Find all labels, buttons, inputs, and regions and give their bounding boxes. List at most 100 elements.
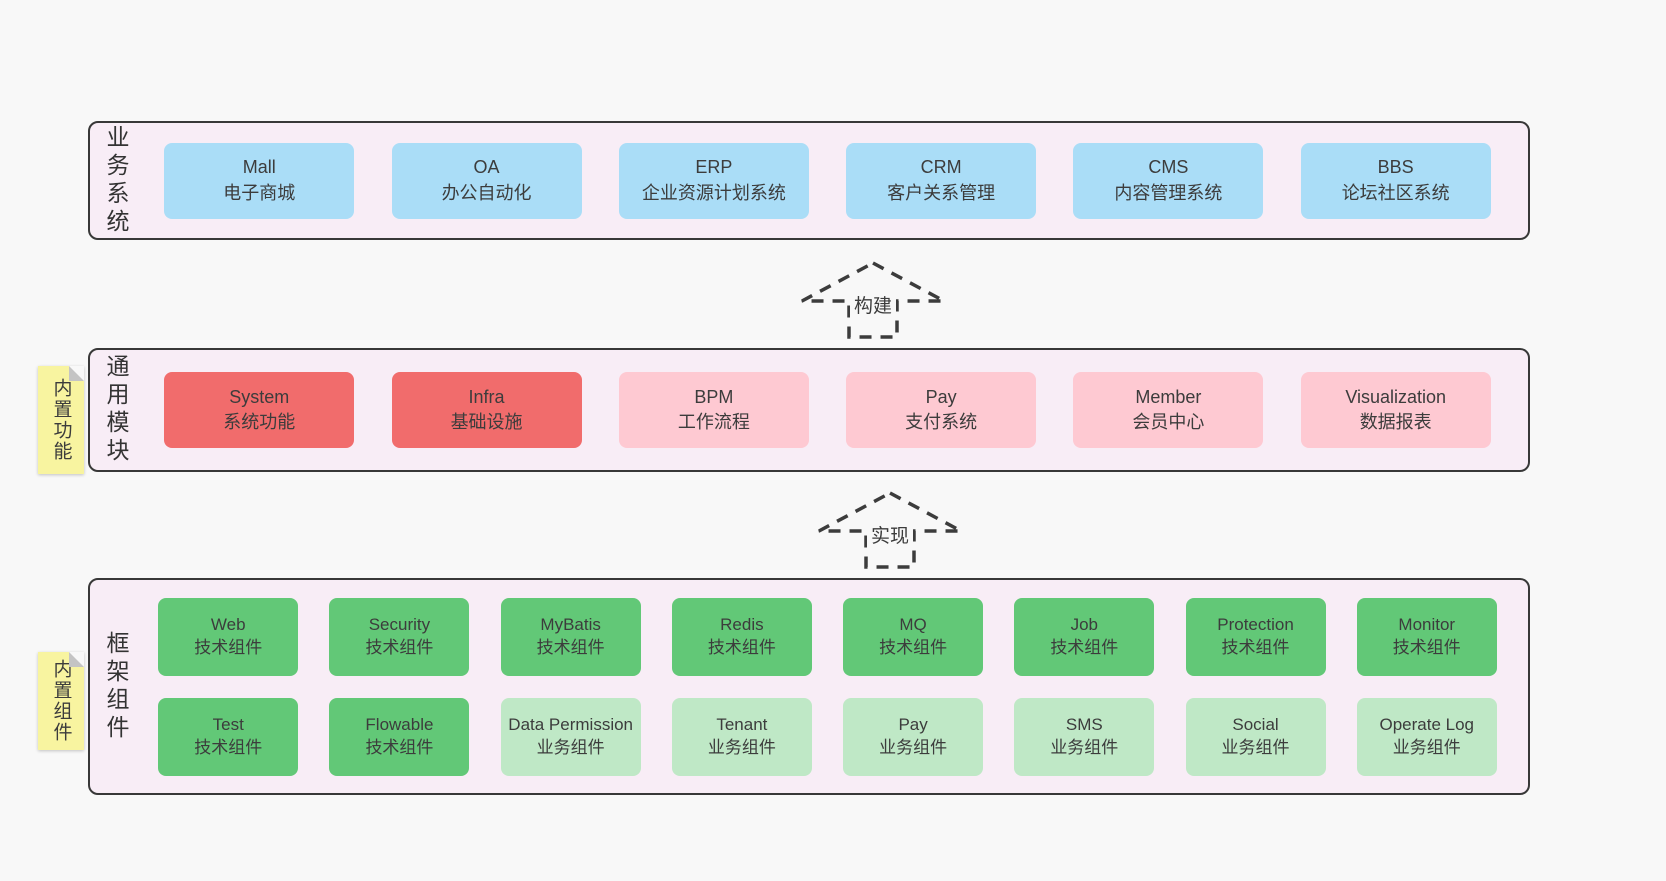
- box-title: Protection: [1217, 615, 1294, 635]
- box-pay-system: Pay 支付系统: [846, 372, 1037, 448]
- box-title: Flowable: [365, 715, 434, 735]
- box-protection: Protection 技术组件: [1185, 597, 1326, 676]
- box-title: Redis: [720, 615, 764, 635]
- box-subtitle: 技术组件: [194, 737, 263, 757]
- box-subtitle: 基础设施: [450, 412, 523, 432]
- box-monitor: Monitor 技术组件: [1356, 597, 1497, 676]
- layer-framework-components-label: 框架组件: [103, 630, 129, 743]
- box-title: SMS: [1065, 715, 1103, 735]
- box-bpm: BPM 工作流程: [618, 372, 809, 448]
- box-system: System 系统功能: [164, 372, 355, 448]
- box-subtitle: 客户关系管理: [887, 182, 996, 203]
- box-subtitle: 电子商城: [223, 182, 296, 203]
- box-title: Pay: [925, 386, 957, 407]
- box-subtitle: 技术组件: [707, 637, 776, 657]
- box-title: BBS: [1377, 157, 1414, 178]
- box-title: Visualization: [1345, 386, 1447, 407]
- arrow-implement-label: 实现: [871, 525, 909, 547]
- layer-common-modules-label: 通用模块: [103, 354, 129, 466]
- components-grid: Web 技术组件 Security 技术组件 MyBatis 技术组件 Redi…: [127, 597, 1528, 776]
- box-title: MyBatis: [540, 615, 601, 635]
- box-title: CRM: [920, 157, 962, 178]
- box-subtitle: 业务组件: [1221, 737, 1290, 757]
- box-title: Mall: [242, 157, 276, 178]
- box-mq: MQ 技术组件: [843, 597, 984, 676]
- box-erp: ERP 企业资源计划系统: [618, 142, 809, 219]
- box-visualization: Visualization 数据报表: [1300, 372, 1491, 448]
- box-subtitle: 技术组件: [365, 737, 434, 757]
- sticky-note-label: 内置组件: [50, 659, 72, 743]
- modules-boxes-row: System 系统功能 Infra 基础设施 BPM 工作流程 Pay 支付系统…: [127, 372, 1528, 448]
- box-member: Member 会员中心: [1073, 372, 1264, 448]
- box-social: Social 业务组件: [1185, 697, 1326, 776]
- box-title: MQ: [899, 615, 927, 635]
- components-row-2: Test 技术组件 Flowable 技术组件 Data Permission …: [127, 697, 1528, 776]
- box-operate-log: Operate Log 业务组件: [1356, 697, 1497, 776]
- sticky-note-builtin-functions: 内置功能: [38, 366, 84, 474]
- box-title: OA: [473, 157, 500, 178]
- box-mall: Mall 电子商城: [164, 142, 355, 219]
- arrow-build-label: 构建: [854, 295, 892, 317]
- box-oa: OA 办公自动化: [391, 142, 582, 219]
- box-subtitle: 技术组件: [536, 637, 605, 657]
- box-bbs: BBS 论坛社区系统: [1300, 142, 1491, 219]
- sticky-note-label: 内置功能: [50, 378, 72, 462]
- components-row-1: Web 技术组件 Security 技术组件 MyBatis 技术组件 Redi…: [127, 597, 1528, 676]
- box-subtitle: 会员中心: [1132, 412, 1205, 432]
- sticky-note-builtin-components: 内置组件: [38, 652, 84, 750]
- box-subtitle: 技术组件: [1050, 637, 1119, 657]
- box-cms: CMS 内容管理系统: [1073, 142, 1264, 219]
- box-flowable: Flowable 技术组件: [329, 697, 470, 776]
- box-subtitle: 工作流程: [677, 412, 750, 432]
- box-job: Job 技术组件: [1014, 597, 1155, 676]
- box-test: Test 技术组件: [158, 697, 299, 776]
- layer-business-systems: 业务系统 Mall 电子商城 OA 办公自动化 ERP 企业资源计划系统 CRM…: [88, 121, 1530, 240]
- box-title: Security: [368, 615, 431, 635]
- box-subtitle: 系统功能: [223, 412, 296, 432]
- box-title: Monitor: [1398, 615, 1456, 635]
- box-title: BPM: [694, 386, 734, 407]
- box-redis: Redis 技术组件: [671, 597, 812, 676]
- box-title: Social: [1232, 715, 1279, 735]
- box-subtitle: 业务组件: [536, 737, 605, 757]
- box-subtitle: 业务组件: [1050, 737, 1119, 757]
- box-subtitle: 论坛社区系统: [1341, 182, 1450, 203]
- box-title: Member: [1135, 386, 1202, 407]
- box-title: Job: [1070, 615, 1099, 635]
- box-title: ERP: [695, 157, 733, 178]
- business-boxes-row: Mall 电子商城 OA 办公自动化 ERP 企业资源计划系统 CRM 客户关系…: [127, 142, 1528, 219]
- box-subtitle: 业务组件: [1392, 737, 1461, 757]
- box-title: CMS: [1148, 157, 1189, 178]
- box-title: Web: [210, 615, 246, 635]
- up-arrow-icon: 构建: [801, 261, 945, 339]
- layer-framework-components: 框架组件 Web 技术组件 Security 技术组件 MyBatis 技术组件…: [88, 578, 1530, 795]
- box-title: Tenant: [716, 715, 768, 735]
- box-subtitle: 业务组件: [879, 737, 948, 757]
- box-subtitle: 支付系统: [905, 412, 978, 432]
- arrow-implement: 实现: [815, 490, 965, 570]
- box-title: Data Permission: [508, 715, 634, 735]
- box-title: System: [229, 386, 290, 407]
- box-title: Test: [212, 715, 244, 735]
- arrow-build: 构建: [798, 260, 948, 340]
- box-tenant: Tenant 业务组件: [671, 697, 812, 776]
- up-arrow-icon: 实现: [818, 491, 962, 569]
- box-crm: CRM 客户关系管理: [846, 142, 1037, 219]
- box-subtitle: 内容管理系统: [1114, 182, 1223, 203]
- layer-business-systems-label: 业务系统: [103, 124, 129, 237]
- box-security: Security 技术组件: [329, 597, 470, 676]
- box-subtitle: 技术组件: [1392, 637, 1461, 657]
- box-title: Operate Log: [1379, 715, 1474, 735]
- box-subtitle: 技术组件: [879, 637, 948, 657]
- box-mybatis: MyBatis 技术组件: [500, 597, 641, 676]
- box-infra: Infra 基础设施: [391, 372, 582, 448]
- box-subtitle: 企业资源计划系统: [641, 182, 786, 203]
- box-subtitle: 办公自动化: [441, 182, 532, 203]
- box-subtitle: 技术组件: [1221, 637, 1290, 657]
- box-subtitle: 业务组件: [707, 737, 776, 757]
- box-pay-component: Pay 业务组件: [843, 697, 984, 776]
- box-subtitle: 技术组件: [365, 637, 434, 657]
- box-title: Infra: [468, 386, 505, 407]
- box-data-permission: Data Permission 业务组件: [500, 697, 641, 776]
